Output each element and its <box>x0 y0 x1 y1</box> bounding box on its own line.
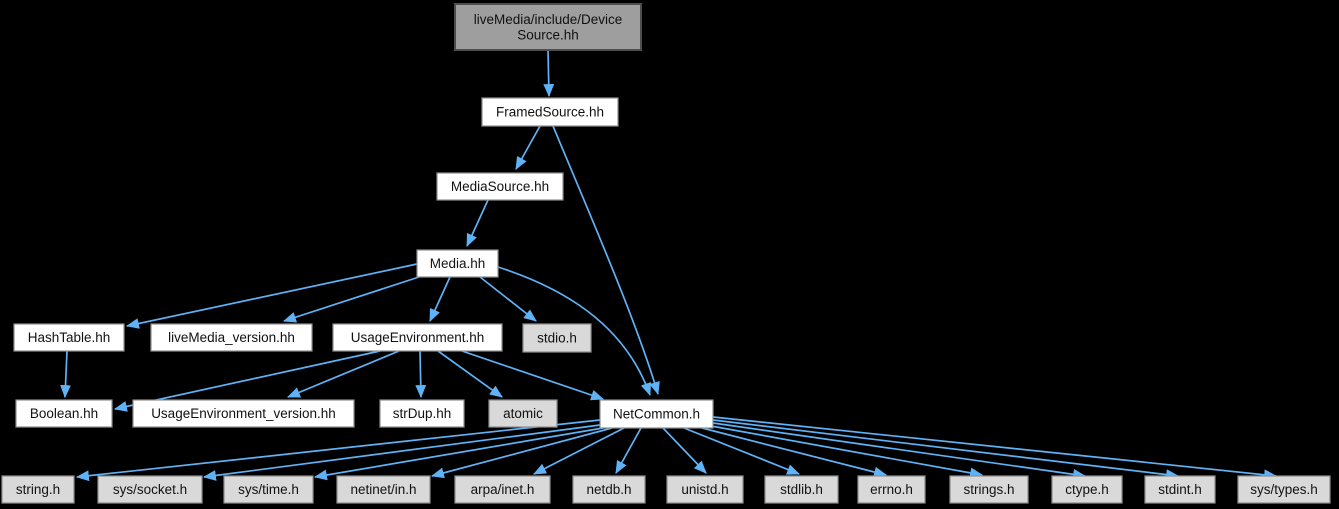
node-sys_socket-box[interactable] <box>97 475 203 504</box>
edge-netcommon-to-strings <box>710 425 984 479</box>
node-string[interactable]: string.h <box>1 475 75 504</box>
edge-devicesource-to-framedsource <box>543 49 555 98</box>
node-netcommon[interactable]: NetCommon.h <box>599 399 714 429</box>
node-stdlib-box[interactable] <box>764 475 839 504</box>
node-netdb[interactable]: netdb.h <box>572 475 646 504</box>
node-framedsource-box[interactable] <box>481 97 619 127</box>
node-strdup[interactable]: strDup.hh <box>379 399 465 428</box>
edge-media-to-livemedia_version <box>282 276 420 323</box>
node-unistd-box[interactable] <box>666 475 744 504</box>
node-netinet_in-box[interactable] <box>336 475 431 504</box>
node-media-box[interactable] <box>416 249 499 278</box>
node-netcommon-box[interactable] <box>599 399 714 429</box>
node-stdint-box[interactable] <box>1144 475 1216 504</box>
edge-media-to-usageenvironment <box>429 276 451 322</box>
node-livemedia_version[interactable]: liveMedia_version.hh <box>150 323 313 352</box>
edge-usageenvironment-to-boolean <box>113 350 381 412</box>
node-boolean-box[interactable] <box>15 399 113 428</box>
edge-media-to-netcommon <box>497 266 652 397</box>
node-stdio-box[interactable] <box>522 323 592 353</box>
node-atomic-box[interactable] <box>488 399 558 428</box>
edge-netcommon-to-netinet_in <box>430 427 613 479</box>
edge-netcommon-to-stdlib <box>683 427 801 475</box>
edge-netcommon-to-stdint <box>712 419 1180 480</box>
node-devicesource-box[interactable] <box>454 3 642 51</box>
node-stdlib[interactable]: stdlib.h <box>764 475 839 504</box>
node-string-box[interactable] <box>1 475 75 504</box>
node-atomic[interactable]: atomic <box>488 399 558 428</box>
node-strdup-box[interactable] <box>379 399 465 428</box>
node-errno[interactable]: errno.h <box>857 475 926 504</box>
edge-netcommon-to-string <box>75 419 601 482</box>
node-usageenvironment-box[interactable] <box>332 323 503 352</box>
node-usageenvironment_version-box[interactable] <box>132 399 355 428</box>
edge-usageenvironment-to-usageenvironment_version <box>286 350 400 398</box>
edge-netcommon-to-arpa_inet <box>533 427 625 475</box>
node-hashtable-box[interactable] <box>13 323 125 352</box>
node-unistd[interactable]: unistd.h <box>666 475 744 504</box>
node-sys_socket[interactable]: sys/socket.h <box>97 475 203 504</box>
node-livemedia_version-box[interactable] <box>150 323 313 352</box>
node-mediasource-box[interactable] <box>436 172 564 201</box>
node-arpa_inet[interactable]: arpa/inet.h <box>454 475 551 504</box>
node-media[interactable]: Media.hh <box>416 249 499 278</box>
edge-netcommon-to-sys_socket <box>202 424 601 481</box>
edge-media-to-stdio <box>479 276 537 322</box>
node-strings[interactable]: strings.h <box>949 475 1029 504</box>
node-ctype[interactable]: ctype.h <box>1051 475 1123 504</box>
node-arpa_inet-box[interactable] <box>454 475 551 504</box>
node-stdint[interactable]: stdint.h <box>1144 475 1216 504</box>
node-mediasource[interactable]: MediaSource.hh <box>436 172 564 201</box>
node-usageenvironment[interactable]: UsageEnvironment.hh <box>332 323 503 352</box>
node-netinet_in[interactable]: netinet/in.h <box>336 475 431 504</box>
edge-netcommon-to-unistd <box>662 427 707 474</box>
edge-hashtable-to-boolean <box>60 350 71 399</box>
edge-netcommon-to-sys_types <box>712 416 1278 481</box>
node-usageenvironment_version[interactable]: UsageEnvironment_version.hh <box>132 399 355 428</box>
node-netdb-box[interactable] <box>572 475 646 504</box>
edge-usageenvironment-to-netcommon <box>461 350 605 401</box>
node-sys_types-box[interactable] <box>1237 475 1331 504</box>
node-framedsource[interactable]: FramedSource.hh <box>481 97 619 127</box>
node-sys_types[interactable]: sys/types.h <box>1237 475 1331 504</box>
edge-netcommon-to-sys_time <box>313 427 604 481</box>
edge-usageenvironment-to-atomic <box>437 350 503 398</box>
edge-framedsource-to-mediasource <box>515 125 541 170</box>
edge-netcommon-to-ctype <box>712 422 1087 480</box>
edges-layer <box>60 49 1278 482</box>
node-hashtable[interactable]: HashTable.hh <box>13 323 125 352</box>
node-errno-box[interactable] <box>857 475 926 504</box>
node-sys_time-box[interactable] <box>223 475 314 504</box>
edge-mediasource-to-media <box>466 199 489 247</box>
node-stdio[interactable]: stdio.h <box>522 323 592 353</box>
node-strings-box[interactable] <box>949 475 1029 504</box>
edge-netcommon-to-netdb <box>615 427 642 474</box>
edge-usageenvironment-to-strdup <box>415 350 427 399</box>
node-sys_time[interactable]: sys/time.h <box>223 475 314 504</box>
edge-media-to-hashtable <box>125 263 418 329</box>
node-boolean[interactable]: Boolean.hh <box>15 399 113 428</box>
node-ctype-box[interactable] <box>1051 475 1123 504</box>
edge-framedsource-to-netcommon <box>552 125 660 396</box>
edge-netcommon-to-errno <box>701 427 888 478</box>
